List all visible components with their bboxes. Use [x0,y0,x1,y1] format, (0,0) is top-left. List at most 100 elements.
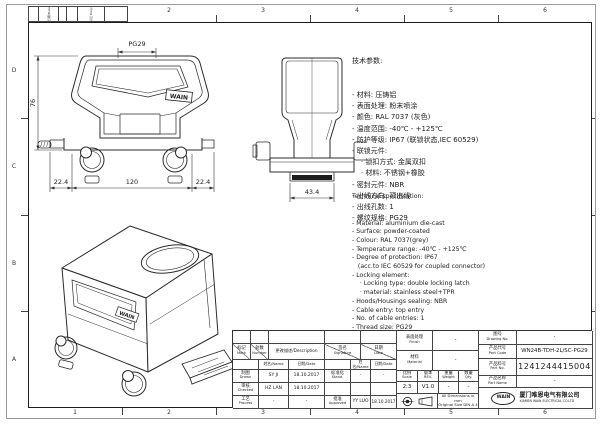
spec-line: - Thread size: PG29 [352,323,413,331]
part-no-label: 产品料号 Part No. [479,359,517,376]
label-cn: 重量 [444,371,453,376]
spec-line: · 锁扣方式: 金属双扣 [352,158,426,167]
label-en: Date [374,350,383,355]
label-en: Qty. [465,375,472,380]
grid-label: 5 [449,409,453,416]
rev-mark-header: 标记 Mark [233,344,251,360]
grid-label: C [11,163,17,171]
process-date: - [289,396,325,409]
label-en: Finish [409,339,420,344]
spec-line: · Locking type: double locking latch [352,280,470,288]
drawing-no-value: - [517,331,593,345]
stand-name: - [351,370,371,383]
title-block: 标记 Mark 处数 Number 更改描述/Description 签名 Si… [232,330,593,409]
company-cell: WAIN 厦门唯恩电气有限公司 XIAMEN WAIN ELECTRICAL C… [479,388,593,409]
weight-label: 重量 Weight [439,371,459,382]
date-label: 日期/Date [371,360,397,370]
spec-line: - No. of cable entries: 1 [352,315,425,323]
front-latch-left [79,146,105,184]
spec-line: - 表面处理: 粉末喷涂 [352,102,418,111]
spec-line: - 密封元件: NBR [352,180,405,189]
grid-label: 1 [73,409,77,416]
label-cn: 日期 [374,346,383,352]
label-cn: 图号 [493,332,502,338]
drawn-name: SY JI [259,370,289,383]
label-en: Stand. [331,375,344,380]
grid-label: 4 [355,409,359,416]
label-cn: 表面处理 [405,335,424,341]
hood-front-outline [71,55,209,139]
label-en: Part No. [490,366,505,371]
spec-line: - 螺纹规格: PG29 [352,214,408,223]
grid-label: 3 [261,409,265,416]
dim-side-43-4: 43.4 [305,188,319,196]
spec-line: - Locking element: [352,271,410,279]
company-name-en: XIAMEN WAIN ELECTRICAL CO.LTD [519,398,575,403]
date-label: 日期/Date [289,360,325,370]
label-cn: 制图 [241,370,250,376]
part-name-label: 产品名称 Part Name [479,376,517,388]
finish-value: - [433,331,479,351]
rev-label: 版本 REV. [418,371,439,382]
checked-date: 18.10.2017 [289,383,325,396]
sheet-outer-border [6,4,596,419]
spec-line: - Hoods/Housings sealing: NBR [352,297,448,305]
spec-line: · 材料: 不锈钢+橡胶 [352,169,425,178]
tech-spec-english: Technical specification: - Material: alu… [352,176,485,350]
scale-label: 比例 Scale [397,371,418,382]
label-cn: 比例 [402,371,412,376]
name-label: 姓名/Name [259,360,289,370]
iso-latch-center [121,370,147,397]
spec-line: · material: stainless steel+TPR [352,289,455,297]
grid-label: A [11,356,17,364]
grid-label: D [11,66,17,74]
label-en: REV. [424,375,432,380]
spec-line: - 防护等级: IP67 (联锁状态,IEC 60529) [352,135,479,144]
rev-description-header: 更改描述/Description [269,344,325,360]
label-cn: 产品料号 [488,361,507,367]
label-cn: 材料 [410,355,419,361]
iso-latch-left [54,335,78,370]
spec-line: (acc.to IEC 60529 for coupled connector) [352,263,486,271]
label-en: Drawing No. [486,336,509,341]
label-en: Drawn [239,375,252,380]
spec-line: - 出线方向: 顶出线 [352,191,411,200]
dim-right-22-4: 22.4 [196,178,210,186]
grid-label: B [11,259,17,267]
label-cn: 标准化 [331,370,344,376]
note-line: Original Size DIN A 4 [438,402,478,408]
front-dimensions [34,48,215,192]
grid-label: 6 [543,409,547,416]
rev-signature-header: 签名 Signature [325,344,361,360]
part-code-value: WN24B-TDH-2L/SC-PG29 [517,345,593,359]
part-code-label: 产品代号 Part Code [479,345,517,359]
name-label: 姓名/Name [351,360,371,370]
label-cn: 产品名称 [488,376,507,382]
label-en: Material [407,359,422,364]
iso-logo-text: WAIN [118,311,135,322]
company-name-cn: 厦门唯恩电气有限公司 [519,391,580,399]
grid-label: 5 [449,7,453,14]
rev-value: V1.0 [418,382,439,394]
projection-symbols [397,394,438,409]
role-checked: 审核 Checked [233,383,259,396]
grid-label: 4 [355,7,359,14]
dim-left-22-4: 22.4 [54,178,68,186]
tech-spec-en-title: Technical specification: [352,193,424,201]
label-en: Part Name [488,380,507,385]
role-stand: 标准化 Stand. [325,370,351,383]
iso-logo-chip: WAIN [114,306,140,323]
label-en: Part Code [488,350,507,355]
front-logo-chip: WAIN [165,89,193,103]
stand-date: - [371,370,397,383]
role-process: 工艺 Process [233,396,259,409]
label-en: Signature [333,350,352,355]
wain-logo: WAIN [491,391,516,405]
checked-name: HZ LAN [259,383,289,396]
hood-iso-details [67,244,216,345]
label-cn: 处数 [255,346,264,352]
spec-line: - Material: aluminium die-cast [352,219,445,227]
iso-foot [181,349,235,385]
label-cn: 签名 [338,346,347,352]
